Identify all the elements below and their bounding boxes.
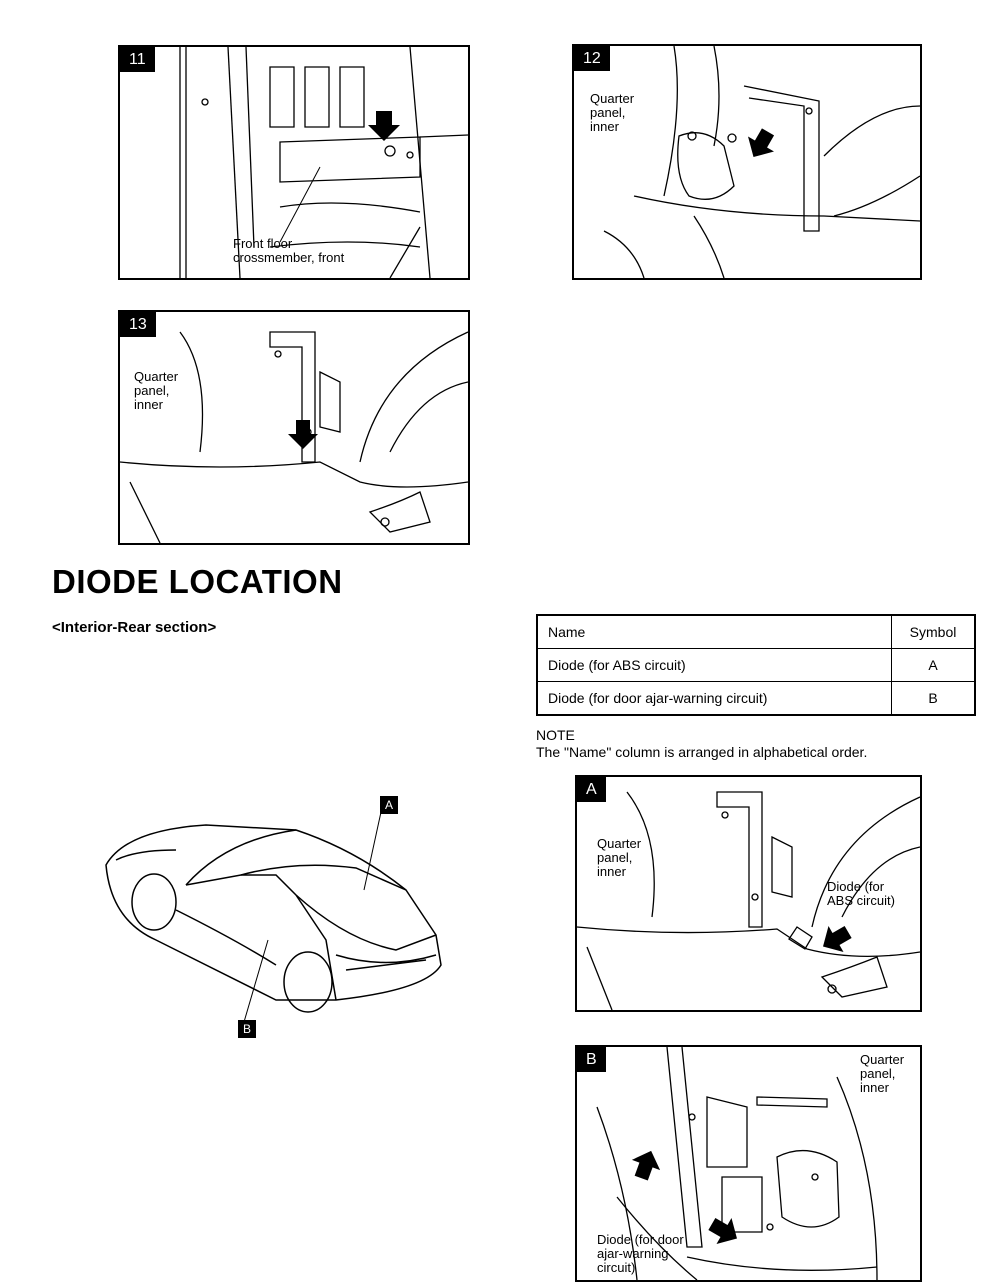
figure-a-panel-label: Quarter panel, inner bbox=[597, 836, 642, 879]
note-text: The "Name" column is arranged in alphabe… bbox=[536, 744, 868, 760]
note-title: NOTE bbox=[536, 727, 575, 743]
table-header-row: Name Symbol bbox=[536, 614, 976, 649]
figure-a-illustration bbox=[577, 791, 920, 1010]
table-cell-name: Diode (for door ajar-warning circuit) bbox=[536, 681, 892, 716]
car-drawing bbox=[105, 811, 442, 1023]
figure-13: 13 Quarter panel, inner bbox=[118, 310, 470, 545]
figure-12-illustration bbox=[603, 46, 920, 278]
table-header-symbol: Symbol bbox=[891, 614, 976, 649]
table-row: Diode (for door ajar-warning circuit) B bbox=[536, 681, 976, 716]
figure-b-diode-label: Diode (for door ajar-warning circuit) bbox=[597, 1232, 684, 1275]
figure-11-illustration bbox=[179, 47, 468, 278]
table-cell-symbol: B bbox=[891, 681, 976, 716]
figure-13-number: 13 bbox=[120, 312, 156, 337]
figure-12: 12 Quarter panel, inner bbox=[572, 44, 922, 280]
figure-a-diode-label: Diode (for ABS circuit) bbox=[827, 879, 895, 908]
figure-b-number: B bbox=[577, 1047, 606, 1072]
figure-b-illustration bbox=[596, 1047, 878, 1280]
figure-13-illustration bbox=[120, 331, 468, 543]
diode-table: Name Symbol Diode (for ABS circuit) A Di… bbox=[536, 614, 976, 716]
car-callout-b: B bbox=[238, 1020, 256, 1038]
section-subtitle: <Interior-Rear section> bbox=[52, 619, 217, 636]
figure-13-label: Quarter panel, inner bbox=[134, 369, 179, 412]
figure-12-label: Quarter panel, inner bbox=[590, 91, 635, 134]
figure-b: B Quarter panel, inner Diode (for door a… bbox=[575, 1045, 922, 1282]
figure-11-number: 11 bbox=[120, 47, 155, 72]
section-title: DIODE LOCATION bbox=[52, 563, 343, 600]
car-callout-a: A bbox=[380, 796, 398, 814]
table-cell-name: Diode (for ABS circuit) bbox=[536, 648, 892, 682]
car-illustration: A B bbox=[96, 790, 456, 1040]
figure-12-number: 12 bbox=[574, 46, 610, 71]
figure-11: 11 Front floor crossmember, front bbox=[118, 45, 470, 280]
table-row: Diode (for ABS circuit) A bbox=[536, 648, 976, 682]
figure-a-number: A bbox=[577, 777, 606, 802]
table-header-name: Name bbox=[536, 614, 892, 649]
table-cell-symbol: A bbox=[891, 648, 976, 682]
figure-b-panel-label: Quarter panel, inner bbox=[860, 1052, 905, 1095]
figure-a: A Quarter panel, inner Diode (for ABS ci… bbox=[575, 775, 922, 1012]
figure-11-label: Front floor crossmember, front bbox=[233, 236, 345, 265]
